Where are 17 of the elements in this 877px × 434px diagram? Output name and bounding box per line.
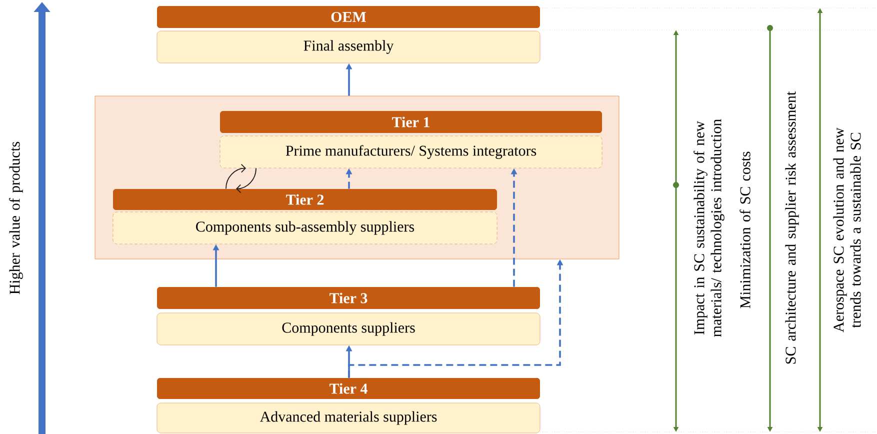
- arrow: [226, 164, 246, 190]
- tier-box: Final assembly: [156, 30, 540, 64]
- tier-box: Components suppliers: [156, 312, 540, 346]
- arrow: [236, 168, 256, 194]
- tier-header-bar: OEM: [157, 6, 540, 28]
- tier-box: Advanced materials suppliers: [156, 402, 540, 434]
- vertical-label: Higher value of products: [9, 142, 23, 294]
- vertical-label: SC architecture and supplier risk assessment: [785, 91, 799, 364]
- tier-header-bar: Tier 4: [157, 378, 540, 399]
- vertical-label: Minimization of SC costs: [740, 152, 750, 308]
- vertical-label: Impact in SC sustainability of new materials/ technologies introduction: [694, 119, 724, 337]
- tier-box: Components sub-assembly suppliers: [112, 212, 498, 244]
- tier-header-bar: Tier 3: [157, 287, 540, 309]
- tier-header-bar: Tier 2: [113, 189, 497, 210]
- tier-box: Prime manufacturers/ Systems integrators: [220, 136, 602, 168]
- vertical-label: Aerospace SC evolution and new trends towards a sustainable SC: [833, 128, 861, 332]
- tier-header-bar: Tier 1: [220, 111, 602, 133]
